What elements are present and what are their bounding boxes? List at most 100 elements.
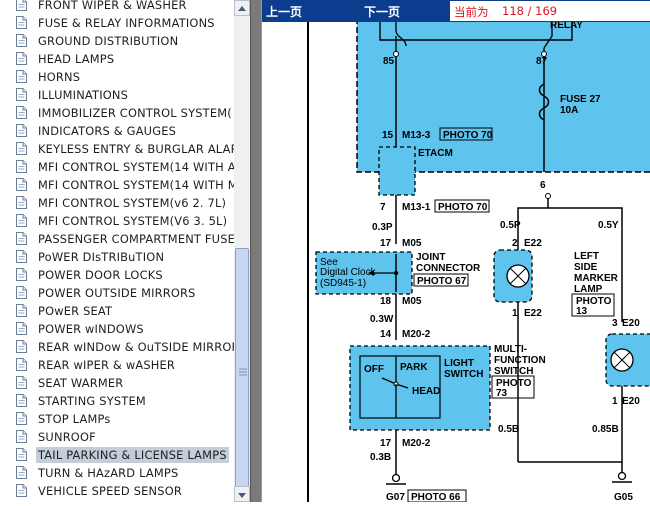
pin-1b: 1: [612, 396, 618, 407]
document-icon: [16, 448, 27, 461]
tree-item[interactable]: REAR wIPER & wASHER: [0, 356, 234, 374]
document-icon: [16, 142, 27, 155]
pin-85: 85: [383, 56, 395, 67]
pin-87: 87: [536, 56, 548, 67]
tree-item[interactable]: REAR wINDow & OuTSIDE MIRROR: [0, 338, 234, 356]
arrow-up-icon: [238, 6, 246, 11]
document-icon: [16, 52, 27, 65]
document-icon: [16, 196, 27, 209]
tree-item-label: TAIL PARKING & LICENSE LAMPS: [36, 447, 229, 463]
tree-item-label: POWER DOOR LOCKS: [38, 268, 163, 282]
document-icon: [16, 484, 27, 497]
document-icon: [16, 178, 27, 191]
photo-66: PHOTO 66: [411, 492, 461, 502]
document-icon: [16, 250, 27, 263]
vertical-scrollbar[interactable]: [234, 0, 250, 502]
document-icon: [16, 304, 27, 317]
tree-item[interactable]: MFI CONTROL SYSTEM(v6 2. 7L): [0, 194, 234, 212]
etacm-pin-15: 15: [382, 130, 394, 141]
scroll-up-button[interactable]: [234, 0, 250, 16]
tree-item-label: ILLUMINATIONS: [38, 88, 129, 102]
pin-2: 2: [512, 238, 518, 249]
wire-03w: 0.3W: [370, 314, 394, 325]
left-label: LEFT: [574, 251, 599, 262]
tree-item[interactable]: SEAT WARMER: [0, 374, 234, 392]
document-icon: [16, 358, 27, 371]
tree-item-label: GROUND DISTRIBUTION: [38, 34, 179, 48]
tree-item[interactable]: POwER SEAT: [0, 302, 234, 320]
pane-splitter[interactable]: [250, 0, 262, 502]
photo-67: PHOTO 67: [417, 276, 467, 287]
tree-item[interactable]: HEAD LAMPS: [0, 50, 234, 68]
pin-1: 1: [512, 308, 518, 319]
scroll-down-button[interactable]: [234, 486, 250, 502]
ground-g05: [617, 471, 627, 481]
g05-label: G05: [614, 492, 633, 502]
off-label: OFF: [364, 364, 384, 375]
tree-item[interactable]: HORNS: [0, 68, 234, 86]
tree-item[interactable]: INDICATORS & GAUGES: [0, 122, 234, 140]
tree-item[interactable]: KEYLESS ENTRY & BURGLAR ALAR: [0, 140, 234, 158]
tree-item-label: MFI CONTROL SYSTEM(v6 2. 7L): [38, 196, 227, 210]
tree-item[interactable]: GROUND DISTRIBUTION: [0, 32, 234, 50]
m20-2a: M20-2: [402, 329, 431, 340]
tree-item[interactable]: MFI CONTROL SYSTEM(V6 3. 5L): [0, 212, 234, 230]
e20a: E20: [622, 318, 640, 329]
wire-05p: 0.5P: [500, 220, 521, 231]
document-icon: [16, 322, 27, 335]
lamp-label: LAMP: [574, 284, 603, 295]
page-indicator-prefix: 当前为: [454, 5, 489, 19]
tree-item[interactable]: POWER wINDOWS: [0, 320, 234, 338]
photo-13a: PHOTO: [576, 296, 612, 307]
tree-item-label: REAR wINDow & OuTSIDE MIRROR: [38, 340, 234, 354]
tree-item[interactable]: IMMOBILIZER CONTROL SYSTEM(: [0, 104, 234, 122]
document-icon: [16, 232, 27, 245]
document-icon: [16, 268, 27, 281]
pin-17a: 17: [380, 238, 392, 249]
document-icon: [16, 412, 27, 425]
tree-item[interactable]: VEHICLE SPEED SENSOR: [0, 482, 234, 500]
tree-item[interactable]: FUSE & RELAY INFORMATIONS: [0, 14, 234, 32]
document-icon: [16, 0, 27, 11]
pin-18: 18: [380, 296, 392, 307]
tree-item-label: MFI CONTROL SYSTEM(V6 3. 5L): [38, 214, 228, 228]
next-page-link[interactable]: 下一页: [364, 5, 401, 19]
document-icon: [16, 106, 27, 119]
tree-item[interactable]: STARTING SYSTEM: [0, 392, 234, 410]
grip-icon: [239, 368, 247, 376]
tree-item-label: TURN & HAzARD LAMPS: [38, 466, 179, 480]
tree-item-label: POWER wINDOWS: [38, 322, 144, 336]
tree-item-label: POWER OUTSIDE MIRRORS: [38, 286, 196, 300]
tree-item[interactable]: TAIL PARKING & LICENSE LAMPS: [0, 446, 234, 464]
light-switch-label: SWITCH: [444, 369, 483, 380]
sd-ref: (SD945-1): [320, 278, 366, 289]
tree-item[interactable]: MFI CONTROL SYSTEM(14 WITH A: [0, 158, 234, 176]
tree-item[interactable]: SUNROOF: [0, 428, 234, 446]
tree-item-label: KEYLESS ENTRY & BURGLAR ALAR: [38, 142, 234, 156]
tree-item-label: POwER SEAT: [38, 304, 113, 318]
tree-item[interactable]: POWER DOOR LOCKS: [0, 266, 234, 284]
tree-item[interactable]: PoWER DIsTRIBuTION: [0, 248, 234, 266]
fuse-27: [538, 83, 550, 121]
joint-label: JOINT: [416, 252, 445, 263]
tree-item[interactable]: TURN & HAzARD LAMPS: [0, 464, 234, 482]
prev-page-link[interactable]: 上一页: [266, 5, 303, 19]
tree-item[interactable]: STOP LAMPs: [0, 410, 234, 428]
tree-item[interactable]: PASSENGER COMPARTMENT FUSE: [0, 230, 234, 248]
tree-item[interactable]: ILLUMINATIONS: [0, 86, 234, 104]
scroll-thumb[interactable]: [235, 248, 249, 494]
relay-label: RELAY: [550, 22, 583, 31]
tree-item[interactable]: MFI CONTROL SYSTEM(14 WITH M: [0, 176, 234, 194]
tree-item-label: PASSENGER COMPARTMENT FUSE: [38, 232, 234, 246]
etacm-photo: PHOTO 70: [443, 130, 493, 141]
tree-item[interactable]: FRONT WIPER & WASHER: [0, 0, 234, 14]
etacm-connector: M13-3: [402, 130, 431, 141]
e20b: E20: [622, 396, 640, 407]
wire-03b: 0.3B: [370, 452, 391, 463]
tree-item[interactable]: POWER OUTSIDE MIRRORS: [0, 284, 234, 302]
m13-1: M13-1: [402, 202, 431, 213]
document-icon: [16, 466, 27, 479]
tree-item-label: SUNROOF: [38, 430, 96, 444]
light-label: LIGHT: [444, 358, 474, 369]
